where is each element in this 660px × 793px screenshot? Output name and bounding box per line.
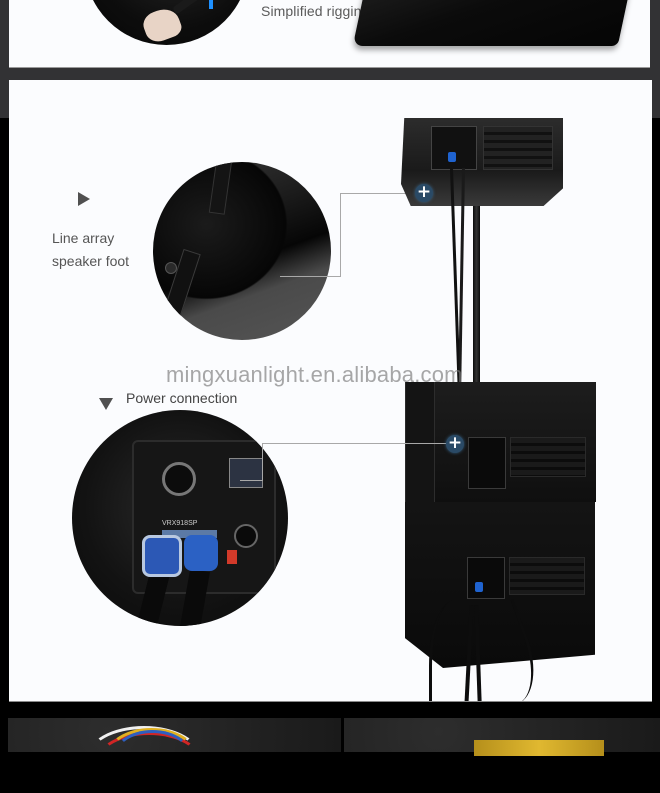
power-switch xyxy=(227,550,237,564)
powercon-connector-icon xyxy=(142,535,182,577)
circuit-board-image xyxy=(344,718,660,756)
callout-line xyxy=(280,276,340,277)
amp-panel xyxy=(431,126,477,170)
display-screen xyxy=(229,458,263,488)
callout-line xyxy=(262,443,447,444)
xlr-input-icon xyxy=(162,462,196,496)
triangle-right-icon xyxy=(78,192,90,206)
speaker-foot-label-line1: Line array xyxy=(52,230,115,246)
speaker-foot-detail-image xyxy=(153,162,331,340)
wiring-image xyxy=(8,718,341,752)
speaker-foot-label-line2: speaker foot xyxy=(52,253,130,269)
blue-tag xyxy=(209,0,213,9)
rigging-caption: Simplified rigging xyxy=(261,3,370,19)
amp-panel xyxy=(468,437,506,489)
wire-white xyxy=(86,726,202,792)
callout-line xyxy=(240,480,262,481)
wire-blue xyxy=(112,730,193,786)
power-connection-label: Power connection xyxy=(126,390,238,406)
callout-line xyxy=(262,443,263,481)
rigging-detail-image xyxy=(84,0,249,45)
power-connector xyxy=(448,152,456,162)
speaker-foot-label: Line array speaker foot xyxy=(52,227,129,273)
watermark: mingxuanlight.en.alibaba.com xyxy=(166,362,463,387)
speaker-cabinet-image xyxy=(352,0,641,46)
model-strip xyxy=(162,530,217,538)
power-connector xyxy=(475,582,483,592)
bolt xyxy=(165,262,177,274)
callout-line xyxy=(340,193,341,277)
amp-control-panel: VRX918SP xyxy=(132,440,276,594)
cabinet-side xyxy=(406,382,435,502)
power-connection-detail-image: VRX918SP xyxy=(72,410,288,626)
vent-icon xyxy=(509,557,585,595)
wire-yellow xyxy=(106,728,197,784)
hotspot-plus-button[interactable]: + xyxy=(446,433,464,453)
rigging-section: Simplified rigging xyxy=(9,0,650,68)
subwoofer-upper xyxy=(405,382,596,502)
amp-panel xyxy=(467,557,505,599)
pcb-board xyxy=(474,740,604,756)
hotspot-plus-button[interactable]: + xyxy=(415,182,433,202)
rigging-plate xyxy=(208,162,234,215)
rigging-strap xyxy=(172,0,226,15)
product-detail-panel: Line array speaker foot mingxuanlight.en… xyxy=(9,80,652,702)
triangle-down-icon xyxy=(99,398,113,410)
volume-knob-icon xyxy=(234,524,258,548)
rigging-plate xyxy=(163,248,201,318)
callout-line xyxy=(340,193,416,194)
cable xyxy=(429,600,472,701)
vent-icon xyxy=(483,126,553,170)
powercon-connector-icon xyxy=(184,535,218,571)
vent-icon xyxy=(510,437,586,477)
model-label: VRX918SP xyxy=(162,520,198,527)
next-section-preview xyxy=(8,718,660,756)
speaker-pole xyxy=(473,198,480,388)
